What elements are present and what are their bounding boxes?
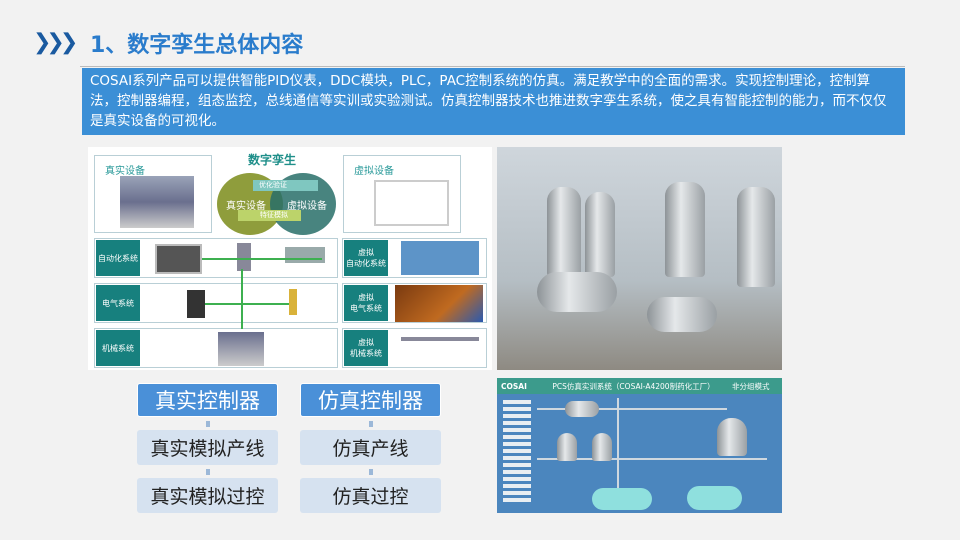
- simulate-arrow: 特征模拟: [238, 210, 301, 221]
- optimize-arrow: 优化验证: [253, 180, 318, 191]
- scada-title: PCS仿真实训系统（COSAI-A4200制药化工厂）: [552, 381, 715, 391]
- virtual-equipment-label: 虚拟设备: [354, 166, 394, 177]
- virtual-circle-label: 虚拟设备: [287, 200, 327, 212]
- twin-heading: 数字孪生: [248, 153, 297, 167]
- sim-process-item: 仿真过控: [300, 478, 441, 513]
- scada-title-bar: COSAI PCS仿真实训系统（COSAI-A4200制药化工厂） 非分组模式: [497, 378, 782, 394]
- mechanical-row: 机械系统: [94, 328, 338, 368]
- machine-image: [120, 176, 194, 228]
- equipment-photo: [497, 147, 782, 370]
- virtual-mechanical-row: 虚拟 机械系统: [342, 328, 487, 368]
- virtual-electrical-row: 虚拟 电气系统: [342, 283, 487, 323]
- hmi-image: [155, 244, 202, 274]
- real-line-item: 真实模拟产线: [137, 430, 278, 465]
- virtual-automation-row: 虚拟 自动化系统: [342, 238, 487, 278]
- row-label: 电气系统: [96, 285, 140, 321]
- rail-thumb: [401, 337, 479, 341]
- scada-mode: 非分组模式: [732, 381, 770, 391]
- sensor-image: [289, 289, 297, 315]
- chevron-icon: ❯❯❯: [33, 30, 78, 55]
- real-process-item: 真实模拟过控: [137, 478, 278, 513]
- electrical-row: 电气系统: [94, 283, 338, 323]
- divider: [80, 66, 905, 67]
- scada-logo: COSAI: [501, 381, 527, 391]
- digital-twin-diagram: 真实设备 数字孪生 真实设备 虚拟设备 优化验证 特征模拟 虚拟设备 自动化系统…: [88, 147, 492, 370]
- sim-line-item: 仿真产线: [300, 430, 441, 465]
- scada-screenshot: COSAI PCS仿真实训系统（COSAI-A4200制药化工厂） 非分组模式: [497, 378, 782, 513]
- machine-image: [218, 332, 264, 366]
- real-controller-button[interactable]: 真实控制器: [137, 383, 278, 417]
- page-title: 1、数字孪生总体内容: [90, 33, 304, 58]
- row-label: 自动化系统: [96, 240, 140, 276]
- virtual-equipment-image: [374, 180, 449, 226]
- scada-thumb: [401, 241, 479, 275]
- row-label: 虚拟 机械系统: [344, 330, 388, 366]
- plc-image: [237, 243, 251, 271]
- sim-controller-button[interactable]: 仿真控制器: [300, 383, 441, 417]
- real-circle-label: 真实设备: [226, 200, 266, 212]
- 3d-model-thumb: [395, 285, 483, 322]
- row-label: 虚拟 电气系统: [344, 285, 388, 321]
- drive-image: [187, 290, 205, 318]
- row-label: 机械系统: [96, 330, 140, 366]
- io-image: [285, 247, 325, 263]
- automation-row: 自动化系统: [94, 238, 338, 278]
- row-label: 虚拟 自动化系统: [344, 240, 388, 276]
- process-list: [503, 400, 531, 505]
- real-equipment-box: 真实设备: [94, 155, 212, 233]
- virtual-equipment-box: 虚拟设备: [343, 155, 461, 233]
- real-equipment-label: 真实设备: [105, 166, 145, 177]
- intro-text: COSAI系列产品可以提供智能PID仪表，DDC模块，PLC，PAC控制系统的仿…: [82, 68, 905, 135]
